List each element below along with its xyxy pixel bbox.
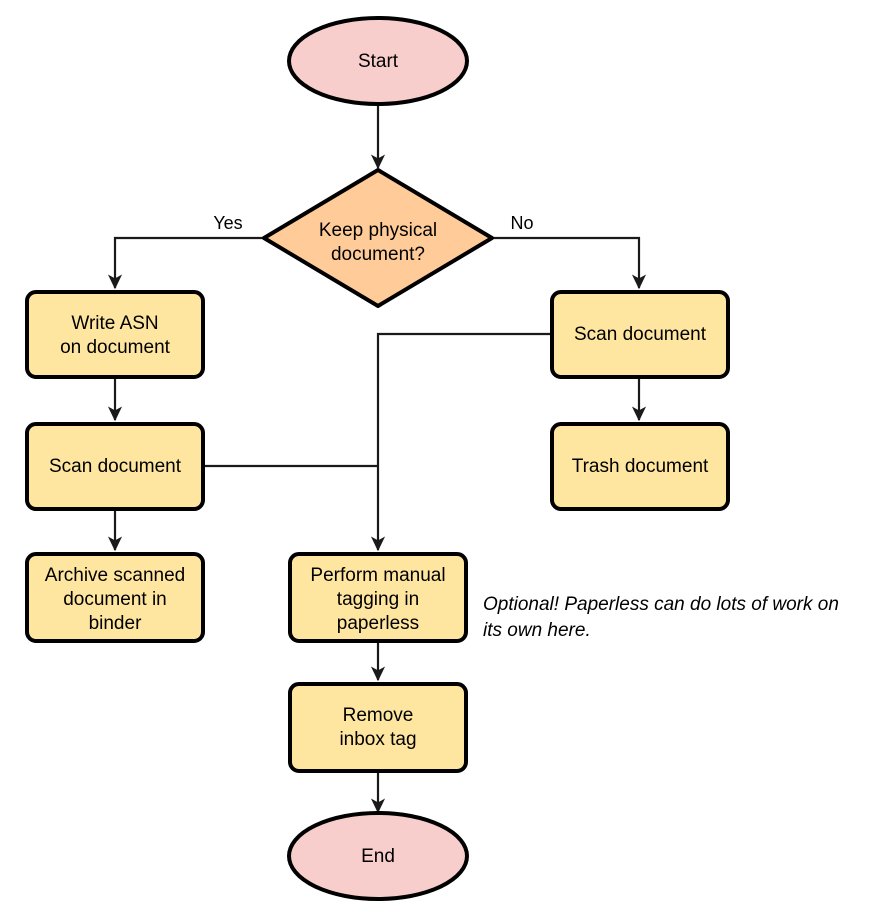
trash-document-label: Trash document bbox=[572, 456, 709, 477]
remove-inbox-label-line2: inbox tag bbox=[339, 729, 416, 750]
node-archive-scanned-document[interactable]: Archive scanned document in binder bbox=[25, 552, 205, 643]
end-ellipse bbox=[287, 811, 469, 901]
write-asn-label-line2: on document bbox=[60, 337, 171, 358]
end-label: End bbox=[361, 846, 395, 867]
edge-decision-yes bbox=[107, 236, 265, 290]
start-label: Start bbox=[358, 51, 399, 72]
scan-document-right-box bbox=[550, 290, 730, 379]
tagging-label-line1: Perform manual bbox=[310, 565, 445, 586]
decision-label-line2: document? bbox=[331, 244, 425, 265]
annotation-line2: its own here. bbox=[483, 620, 591, 641]
edge-label-no: No bbox=[510, 213, 533, 233]
edge-label-yes: Yes bbox=[213, 213, 242, 233]
tagging-label-line2: tagging in bbox=[337, 589, 419, 610]
archive-label-line1: Archive scanned bbox=[45, 565, 185, 586]
node-scan-document-right[interactable]: Scan document bbox=[550, 290, 730, 379]
node-trash-document[interactable]: Trash document bbox=[550, 422, 730, 511]
node-scan-document-left[interactable]: Scan document bbox=[25, 422, 205, 511]
edges-layer bbox=[107, 104, 647, 814]
scan-document-left-label: Scan document bbox=[49, 456, 182, 477]
annotation-line1: Optional! Paperless can do lots of work … bbox=[483, 594, 839, 615]
tagging-box bbox=[288, 552, 468, 643]
scan-document-right-label: Scan document bbox=[574, 324, 707, 345]
remove-inbox-label-line1: Remove bbox=[343, 705, 414, 726]
archive-label-line3: binder bbox=[89, 613, 142, 634]
annotation-optional-note: Optional! Paperless can do lots of work … bbox=[483, 594, 839, 641]
scan-document-left-box bbox=[25, 422, 205, 511]
edge-decision-no bbox=[492, 236, 647, 290]
node-start[interactable]: Start bbox=[287, 16, 469, 106]
node-remove-inbox-tag[interactable]: Remove inbox tag bbox=[288, 682, 468, 773]
tagging-label-line3: paperless bbox=[337, 613, 419, 634]
decision-diamond bbox=[262, 168, 494, 308]
node-end[interactable]: End bbox=[287, 811, 469, 901]
archive-box bbox=[25, 552, 205, 643]
archive-label-line2: document in bbox=[63, 589, 167, 610]
decision-label-line1: Keep physical bbox=[319, 220, 437, 241]
write-asn-label-line1: Write ASN bbox=[71, 313, 158, 334]
write-asn-box bbox=[25, 290, 205, 379]
remove-inbox-box bbox=[288, 682, 468, 773]
node-perform-manual-tagging[interactable]: Perform manual tagging in paperless bbox=[288, 552, 468, 643]
node-write-asn[interactable]: Write ASN on document bbox=[25, 290, 205, 379]
trash-document-box bbox=[550, 422, 730, 511]
start-ellipse bbox=[287, 16, 469, 106]
node-decision-keep-physical-document[interactable]: Keep physical document? bbox=[262, 168, 494, 308]
edge-scanright-to-tagging bbox=[370, 332, 552, 552]
